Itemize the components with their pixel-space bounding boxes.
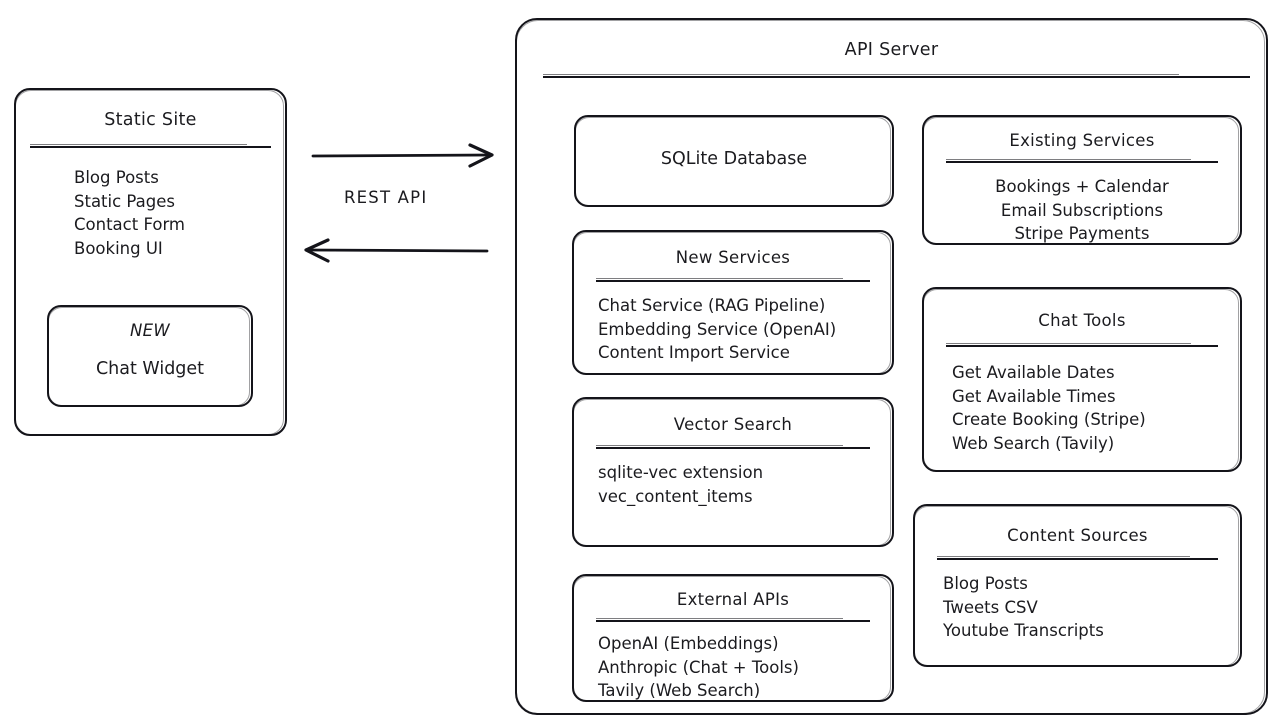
- existing-services-title-rule: [946, 161, 1218, 163]
- existing-services-title: Existing Services: [1009, 131, 1155, 150]
- vector-search-item-list: sqlite-vec extension vec_content_items: [598, 461, 763, 508]
- new-services-title-rule: [596, 280, 870, 282]
- api-server-title-rule: [543, 76, 1250, 78]
- arrow-left-icon: [307, 248, 489, 253]
- chat-widget-label: Chat Widget: [95, 359, 205, 379]
- list-item: OpenAI (Embeddings): [598, 634, 779, 653]
- vector-search-box[interactable]: Vector Search sqlite-vec extension vec_c…: [572, 397, 894, 547]
- new-services-item-list: Chat Service (RAG Pipeline) Embedding Se…: [598, 294, 836, 365]
- list-item: Blog Posts: [943, 574, 1028, 593]
- list-item: Bookings + Calendar: [995, 177, 1169, 196]
- list-item: Create Booking (Stripe): [952, 410, 1146, 429]
- list-item: Booking UI: [74, 238, 163, 258]
- list-item: Stripe Payments: [1014, 224, 1150, 243]
- list-item: Static Pages: [74, 191, 175, 211]
- chat-tools-title-rule: [946, 345, 1218, 347]
- chat-tools-title: Chat Tools: [1038, 311, 1126, 330]
- list-item: Get Available Dates: [952, 363, 1115, 382]
- content-sources-title-rule: [937, 558, 1218, 560]
- list-item: Tavily (Web Search): [598, 681, 761, 700]
- list-item: Email Subscriptions: [1000, 200, 1164, 220]
- static-site-title-rule: [30, 146, 271, 148]
- list-item: Web Search (Tavily): [952, 433, 1115, 453]
- new-services-title: New Services: [675, 248, 791, 267]
- chat-tools-box[interactable]: Chat Tools Get Available Dates Get Avail…: [922, 287, 1242, 472]
- chat-widget-badge: NEW: [130, 321, 170, 340]
- sqlite-database-title: SQLite Database: [660, 149, 808, 169]
- api-server-box[interactable]: API Server SQLite Database New Services …: [515, 18, 1268, 715]
- api-server-title: API Server: [844, 40, 939, 60]
- content-sources-box[interactable]: Content Sources Blog Posts Tweets CSV Yo…: [913, 504, 1242, 667]
- list-item: Anthropic (Chat + Tools): [598, 657, 799, 677]
- list-item: Blog Posts: [74, 168, 159, 187]
- chat-tools-item-list: Get Available Dates Get Available Times …: [952, 361, 1146, 455]
- sqlite-database-box[interactable]: SQLite Database: [574, 115, 894, 207]
- list-item: Contact Form: [74, 215, 186, 234]
- existing-services-item-list: Bookings + Calendar Email Subscriptions …: [924, 175, 1240, 246]
- list-item: sqlite-vec extension: [598, 463, 764, 482]
- content-sources-title: Content Sources: [1007, 526, 1148, 545]
- list-item: Tweets CSV: [943, 597, 1038, 617]
- external-apis-box[interactable]: External APIs OpenAI (Embeddings) Anthro…: [572, 574, 894, 702]
- new-services-box[interactable]: New Services Chat Service (RAG Pipeline)…: [572, 230, 894, 375]
- external-apis-item-list: OpenAI (Embeddings) Anthropic (Chat + To…: [598, 632, 799, 703]
- list-item: Youtube Transcripts: [943, 621, 1104, 640]
- connection-label: REST API: [344, 188, 428, 207]
- list-item: Get Available Times: [952, 386, 1116, 406]
- external-apis-title-rule: [596, 620, 870, 622]
- static-site-box[interactable]: Static Site Blog Posts Static Pages Cont…: [14, 88, 287, 436]
- chat-widget-box[interactable]: NEW Chat Widget: [47, 305, 253, 407]
- list-item: Content Import Service: [598, 343, 790, 362]
- arrow-right-icon: [311, 153, 491, 158]
- vector-search-title-rule: [596, 447, 870, 449]
- static-site-title: Static Site: [104, 110, 197, 130]
- list-item: Chat Service (RAG Pipeline): [598, 296, 826, 315]
- list-item: vec_content_items: [598, 486, 753, 506]
- static-site-item-list: Blog Posts Static Pages Contact Form Boo…: [74, 166, 185, 260]
- existing-services-box[interactable]: Existing Services Bookings + Calendar Em…: [922, 115, 1242, 245]
- content-sources-item-list: Blog Posts Tweets CSV Youtube Transcript…: [943, 572, 1104, 643]
- external-apis-title: External APIs: [676, 590, 790, 609]
- list-item: Embedding Service (OpenAI): [598, 319, 837, 339]
- vector-search-title: Vector Search: [673, 415, 793, 434]
